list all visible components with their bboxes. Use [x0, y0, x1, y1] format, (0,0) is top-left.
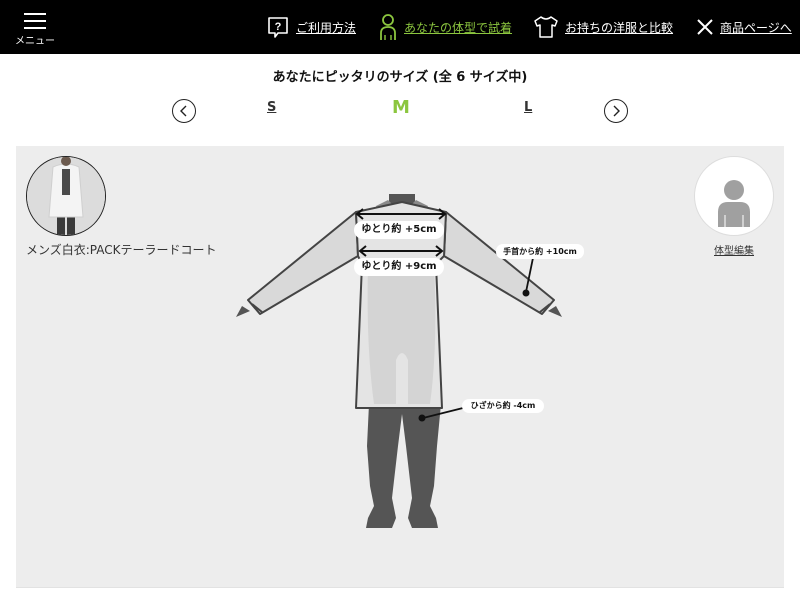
garment-left-sleeve — [247, 211, 359, 315]
svg-text:?: ? — [275, 21, 282, 33]
shoulder-measure-arrow — [355, 208, 447, 220]
fit-illustration — [236, 194, 562, 528]
nav-product-page[interactable]: 商品ページへ — [696, 0, 792, 54]
nav-label: あなたの体型で試着 — [404, 20, 513, 35]
chevron-left-icon — [180, 105, 187, 117]
size-selector: S M L — [0, 96, 800, 126]
fit-title: あなたにピッタリのサイズ (全 6 サイズ中) — [272, 70, 528, 85]
edit-body-link[interactable]: 体型編集 — [714, 246, 754, 257]
top-bar: メニュー ? ご利用方法 あなたの体型で試着 お持ちの洋服と比較 商品ページへ — [0, 0, 800, 54]
chevron-right-icon — [613, 105, 620, 117]
person-icon — [380, 14, 396, 40]
size-option-prev[interactable]: S — [267, 100, 277, 115]
hamburger-icon — [24, 13, 46, 29]
nav-try-on-body[interactable]: あなたの体型で試着 — [378, 0, 512, 54]
tshirt-icon — [534, 16, 558, 38]
product-thumbnail[interactable] — [26, 156, 106, 236]
close-icon — [697, 19, 713, 35]
menu-label: メニュー — [15, 36, 55, 47]
fitting-stage: メンズ白衣:PACKテーラードコート 体型編集 — [16, 146, 784, 588]
size-option-current: M — [392, 97, 410, 118]
nav-label: お持ちの洋服と比較 — [565, 20, 674, 35]
chest-measure-arrow — [358, 245, 444, 257]
body-profile-button[interactable] — [694, 156, 774, 236]
next-size-button[interactable] — [604, 99, 628, 123]
hem-length-label: ひざから約 -4cm — [462, 399, 544, 413]
help-bubble-icon: ? — [268, 17, 288, 38]
nav-how-to-use[interactable]: ? ご利用方法 — [266, 0, 356, 54]
prev-size-button[interactable] — [172, 99, 196, 123]
size-option-next[interactable]: L — [524, 100, 533, 115]
sleeve-length-label: 手首から約 +10cm — [496, 244, 584, 259]
body-legs — [366, 404, 441, 528]
chest-ease-label: ゆとり約 +9cm — [354, 258, 444, 276]
nav-compare-clothes[interactable]: お持ちの洋服と比較 — [533, 0, 673, 54]
garment-right-sleeve — [443, 211, 555, 315]
menu-button[interactable]: メニュー — [12, 10, 58, 47]
nav-label: ご利用方法 — [296, 20, 357, 35]
user-silhouette-icon — [718, 180, 750, 227]
shoulder-ease-label: ゆとり約 +5cm — [354, 221, 444, 239]
product-photo — [27, 157, 105, 235]
product-name: メンズ白衣:PACKテーラードコート — [26, 243, 217, 257]
nav-label: 商品ページへ — [720, 20, 792, 35]
